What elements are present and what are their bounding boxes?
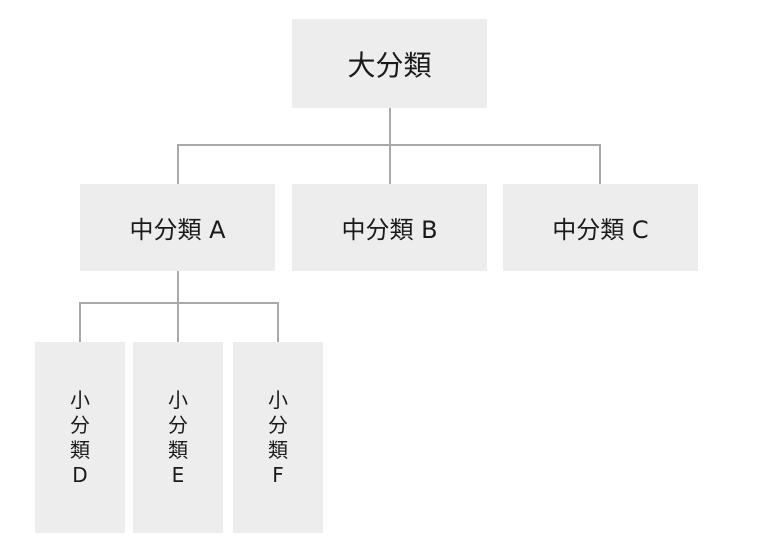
node-sub-category-f: 小 分 類 F — [233, 342, 323, 533]
connector-drop-sub-d — [79, 302, 81, 342]
connector-rail-level2 — [79, 302, 279, 304]
node-mid-category-b: 中分類 B — [292, 184, 487, 271]
connector-rail-level1 — [177, 144, 601, 146]
node-mid-category-a: 中分類 A — [80, 184, 275, 271]
connector-root-to-mid-b — [389, 108, 391, 184]
node-sub-category-e: 小 分 類 E — [133, 342, 223, 533]
node-mid-category-c: 中分類 C — [503, 184, 698, 271]
connector-drop-mid-c — [599, 144, 601, 184]
node-sub-category-d: 小 分 類 D — [35, 342, 125, 533]
connector-drop-sub-f — [277, 302, 279, 342]
connector-mid-a-to-sub-e — [177, 271, 179, 342]
connector-drop-mid-a — [177, 144, 179, 184]
node-root-large-category: 大分類 — [292, 19, 487, 108]
